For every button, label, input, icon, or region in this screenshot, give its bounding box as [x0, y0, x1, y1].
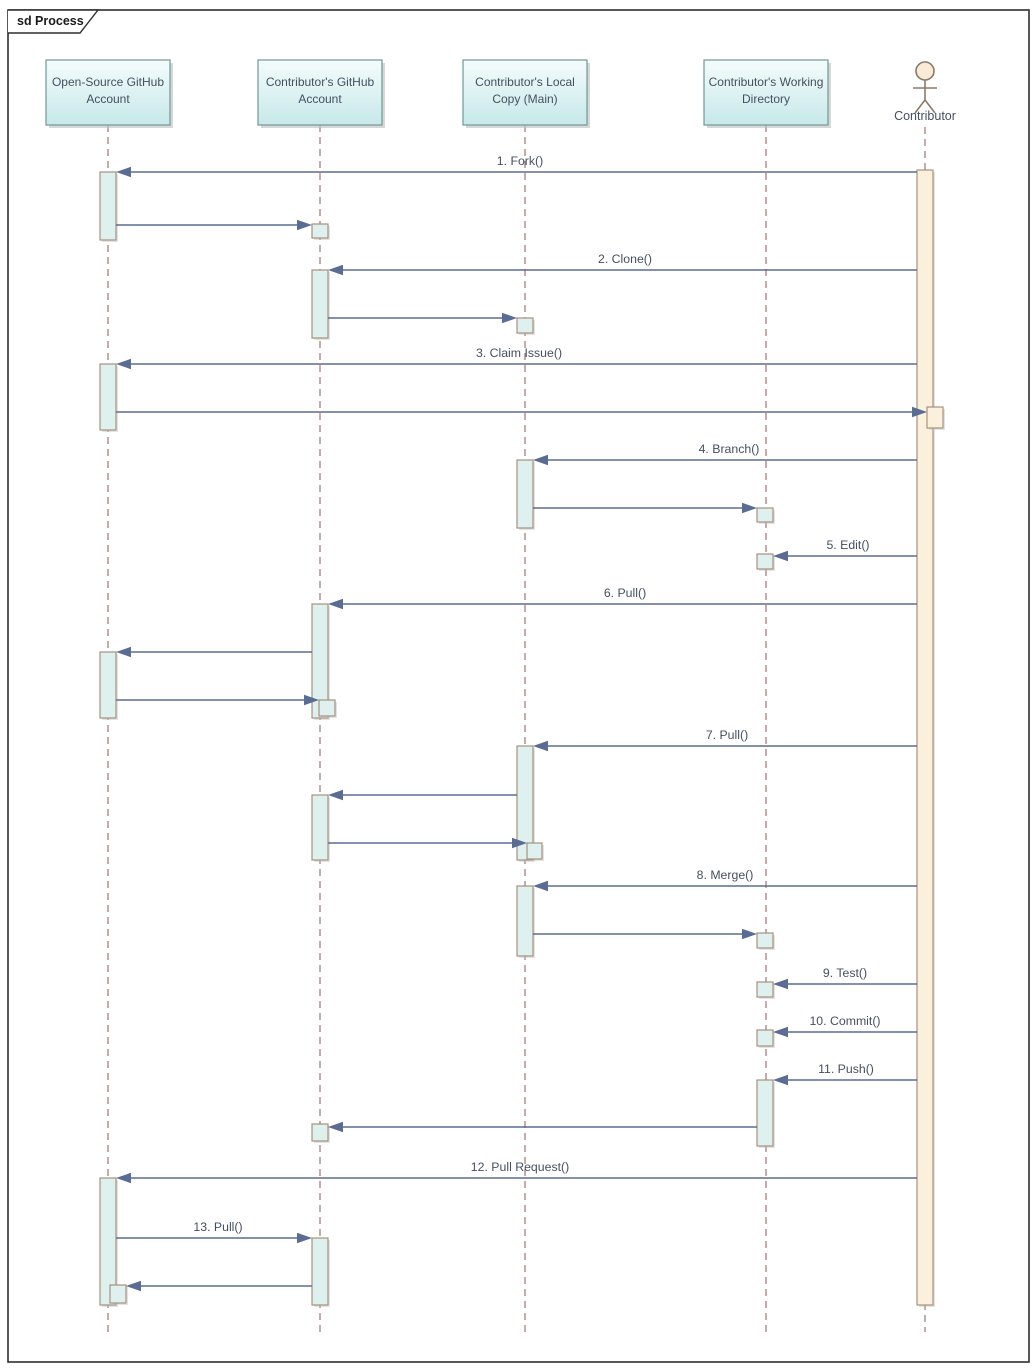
- message-arrowhead-icon: [912, 406, 927, 418]
- message-arrowhead-icon: [328, 598, 343, 610]
- activation-bar-wd-2[interactable]: [756, 553, 774, 570]
- actor-leg-icon: [914, 99, 926, 114]
- activation-bar-cg-5[interactable]: [311, 1123, 329, 1142]
- message-label: 6. Pull(): [604, 586, 646, 600]
- activation-bar-os-nested[interactable]: [109, 1284, 127, 1304]
- message-arrowhead-icon: [304, 694, 319, 706]
- message-label: 2. Clone(): [598, 252, 652, 266]
- lifeline-box-contributors-working-directory[interactable]: [703, 59, 829, 126]
- actor-label: Contributor: [894, 109, 956, 123]
- actor-figure-contributor[interactable]: Contributor: [894, 61, 956, 123]
- message-arrowhead-icon: [502, 312, 517, 324]
- activation-bar-cg-4[interactable]: [311, 794, 329, 861]
- message-arrowhead-icon: [126, 1280, 141, 1292]
- message-arrowhead-icon: [773, 978, 788, 990]
- message-label: 9. Test(): [823, 966, 867, 980]
- lifeline-box-open-source-github-account[interactable]: [45, 59, 171, 126]
- activation-bar-cg-2[interactable]: [311, 269, 329, 339]
- message-arrowhead-icon: [297, 219, 312, 231]
- lifeline-box-contributors-github-account[interactable]: [257, 59, 383, 126]
- message-arrowhead-icon: [116, 358, 131, 370]
- activation-bar-lc-4[interactable]: [516, 885, 534, 957]
- message-arrowhead-icon: [773, 1026, 788, 1038]
- lifeline-label: Contributor's Local: [475, 75, 575, 89]
- message-arrowhead-icon: [773, 550, 788, 562]
- message-arrowhead-icon: [742, 928, 757, 940]
- message-label: 7. Pull(): [706, 728, 748, 742]
- frame-title: sd Process: [17, 14, 84, 28]
- lifeline-label: Copy (Main): [492, 92, 557, 106]
- activation-bar-wd-1[interactable]: [756, 507, 774, 523]
- actor-leg-icon: [924, 99, 936, 114]
- lifeline-label: Account: [298, 92, 342, 106]
- activation-bar-os-1[interactable]: [99, 171, 117, 241]
- activation-bar-os-4[interactable]: [99, 1177, 117, 1306]
- message-arrowhead-icon: [328, 789, 343, 801]
- message-arrowhead-icon: [533, 880, 548, 892]
- activation-bar-lc-3[interactable]: [516, 745, 534, 861]
- message-label: 12. Pull Request(): [471, 1160, 569, 1174]
- lifeline-label: Directory: [742, 92, 790, 106]
- message-label: 11. Push(): [818, 1062, 874, 1076]
- lifeline-box-contributors-local-copy[interactable]: [462, 59, 588, 126]
- activation-bar-lc-nested[interactable]: [526, 842, 543, 860]
- message-label: 8. Merge(): [697, 868, 754, 882]
- message-arrowhead-icon: [773, 1074, 788, 1086]
- message-label: 3. Claim Issue(): [476, 346, 562, 360]
- activation-bar-contributor-nested[interactable]: [926, 406, 944, 429]
- message-label: 4. Branch(): [699, 442, 760, 456]
- message-arrowhead-icon: [512, 837, 527, 849]
- frame-tab: [8, 9, 100, 34]
- activation-bar-wd-3[interactable]: [756, 932, 774, 949]
- activation-bar-cg-nested[interactable]: [318, 699, 336, 717]
- lifeline-label: Contributor's Working: [709, 75, 824, 89]
- activation-bar-os-2[interactable]: [99, 363, 117, 431]
- activation-bar-cg-3[interactable]: [311, 603, 329, 719]
- lifeline-label: Account: [86, 92, 130, 106]
- activation-bar-os-3[interactable]: [99, 651, 117, 719]
- lifeline-label: Contributor's GitHub: [266, 75, 375, 89]
- message-arrowhead-icon: [116, 646, 131, 658]
- activation-bar-cg-1[interactable]: [311, 223, 329, 239]
- activation-bar-cg-6[interactable]: [311, 1237, 329, 1306]
- message-arrowhead-icon: [328, 1121, 343, 1133]
- activation-bar-wd-4[interactable]: [756, 981, 774, 998]
- message-arrowhead-icon: [742, 502, 757, 514]
- lifeline-label: Open-Source GitHub: [52, 75, 164, 89]
- activation-bar-wd-5[interactable]: [756, 1029, 774, 1047]
- message-arrowhead-icon: [116, 166, 131, 178]
- message-label: 1. Fork(): [497, 154, 543, 168]
- message-arrowhead-icon: [533, 454, 548, 466]
- message-arrowhead-icon: [533, 740, 548, 752]
- message-arrowhead-icon: [328, 264, 343, 276]
- message-label: 13. Pull(): [193, 1220, 242, 1234]
- activation-bar-wd-6[interactable]: [756, 1079, 774, 1147]
- activation-bar-lc-2[interactable]: [516, 459, 534, 529]
- message-arrowhead-icon: [116, 1172, 131, 1184]
- frame-border: [7, 9, 1030, 1363]
- activation-bar-contributor-main[interactable]: [916, 169, 934, 1306]
- message-arrowhead-icon: [297, 1232, 312, 1244]
- message-label: 5. Edit(): [826, 538, 869, 552]
- activation-bar-lc-1[interactable]: [516, 317, 534, 334]
- actor-head-icon: [915, 61, 935, 81]
- message-label: 10. Commit(): [809, 1014, 880, 1028]
